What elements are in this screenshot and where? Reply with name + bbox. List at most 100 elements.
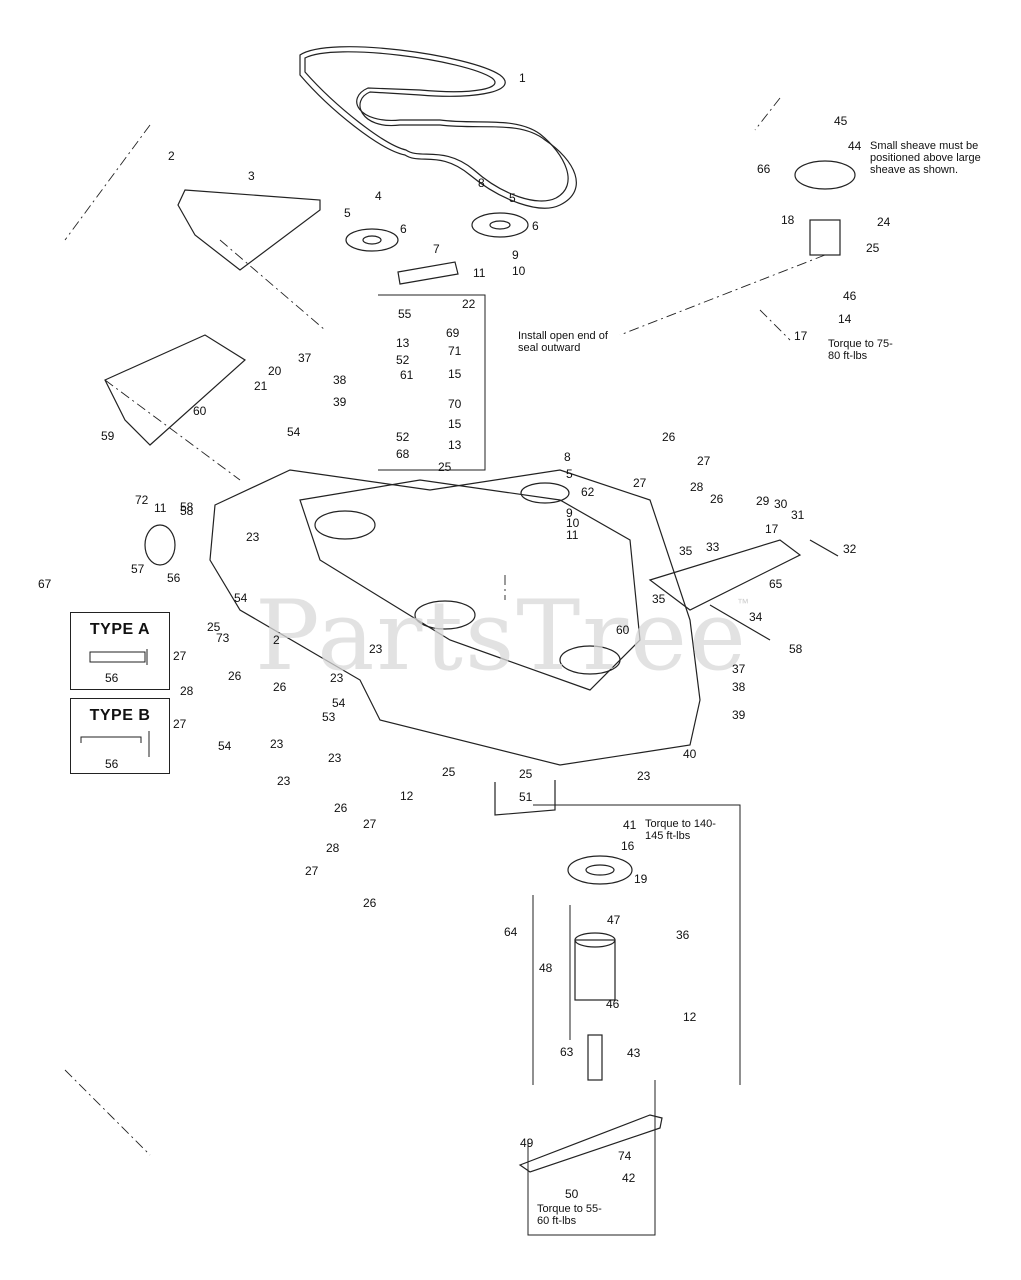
callout-number: 28 — [326, 841, 340, 855]
callout-number: 68 — [396, 447, 410, 461]
callout-number: 67 — [38, 577, 52, 591]
callout-number: 17 — [765, 522, 779, 536]
callout-number: 19 — [634, 872, 648, 886]
callout-number: 10 — [566, 516, 580, 530]
pulley-6 — [471, 212, 529, 238]
callout-number: 11 — [473, 266, 486, 280]
callout-number: 58 — [180, 504, 194, 518]
callout-number: 57 — [131, 562, 145, 576]
callout-number: 23 — [330, 671, 344, 685]
callout-number: 27 — [633, 476, 647, 490]
callout-number: 74 — [618, 1149, 632, 1163]
sheave-44 — [794, 160, 856, 190]
callout-number: 33 — [706, 540, 720, 554]
callout-number: 31 — [791, 508, 805, 522]
blade-49 — [518, 1114, 663, 1173]
deck-housing — [209, 469, 701, 766]
callout-number: 27 — [173, 717, 187, 731]
sheave-note: Small sheave must be positioned above la… — [870, 140, 981, 176]
callout-number: 60 — [193, 404, 207, 418]
torque-note-75: Torque to 75-80 ft-lbs — [828, 338, 893, 362]
callout-number: 28 — [180, 684, 194, 698]
callout-number: 3 — [248, 169, 255, 183]
idler-arm-65 — [648, 539, 802, 611]
type-b-part: 56 — [105, 757, 119, 771]
callout-number: 9 — [512, 248, 519, 262]
deck-cover — [177, 189, 321, 271]
callout-number: 13 — [396, 336, 410, 350]
type-a-part: 56 — [105, 671, 119, 685]
callout-number: 4 — [375, 189, 382, 203]
callout-number: 37 — [732, 662, 746, 676]
callout-number: 49 — [520, 1136, 534, 1150]
spindle-48 — [574, 939, 616, 1001]
callout-number: 54 — [218, 739, 232, 753]
callout-number: 25 — [438, 460, 452, 474]
callout-number: 52 — [396, 353, 410, 367]
callout-number: 64 — [504, 925, 518, 939]
callout-number: 11 — [566, 528, 579, 542]
callout-number: 27 — [363, 817, 377, 831]
callout-number: 38 — [333, 373, 347, 387]
blade-kit-panel — [527, 1080, 656, 1236]
callout-number: 6 — [532, 219, 539, 233]
callout-number: 21 — [254, 379, 268, 393]
callout-number: 55 — [398, 307, 412, 321]
callout-number: 2 — [273, 633, 280, 647]
callout-number: 51 — [519, 790, 533, 804]
callout-number: 70 — [448, 397, 462, 411]
callout-number: 45 — [834, 114, 848, 128]
callout-number: 54 — [287, 425, 301, 439]
callout-number: 52 — [396, 430, 410, 444]
callout-number: 58 — [789, 642, 803, 656]
callout-number: 5 — [344, 206, 351, 220]
callout-number: 58 — [180, 500, 194, 514]
callout-number: 16 — [621, 839, 635, 853]
gauge-wheel-57 — [144, 524, 176, 566]
type-a-box: TYPE A 56 — [70, 612, 170, 690]
callout-number: 35 — [652, 592, 666, 606]
callout-number: 26 — [363, 896, 377, 910]
seal-detail-panel — [378, 294, 486, 471]
callout-number: 25 — [207, 620, 221, 634]
drive-belt-inner — [304, 51, 569, 202]
callout-number: 15 — [448, 417, 462, 431]
callout-number: 53 — [322, 710, 336, 724]
callout-number: 26 — [334, 801, 348, 815]
callout-number: 8 — [478, 176, 485, 190]
callout-number: 54 — [332, 696, 346, 710]
callout-number: 48 — [539, 961, 553, 975]
callout-number: 1 — [519, 71, 526, 85]
callout-number: 2 — [168, 149, 175, 163]
callout-number: 8 — [564, 450, 571, 464]
callout-number: 46 — [606, 997, 620, 1011]
callout-number: 27 — [305, 864, 319, 878]
callout-number: 71 — [448, 344, 462, 358]
callout-number: 10 — [512, 264, 526, 278]
callout-number: 20 — [268, 364, 282, 378]
callout-number: 42 — [622, 1171, 636, 1185]
callout-number: 61 — [400, 368, 414, 382]
callout-number: 39 — [333, 395, 347, 409]
callout-number: 30 — [774, 497, 788, 511]
callout-number: 26 — [710, 492, 724, 506]
callout-number: 66 — [757, 162, 771, 176]
callout-number: 62 — [581, 485, 595, 499]
type-a-pin-icon — [89, 649, 148, 665]
callout-number: 13 — [448, 438, 462, 452]
callout-number: 56 — [167, 571, 181, 585]
shaft-63 — [587, 1034, 603, 1081]
callout-number: 11 — [154, 501, 167, 515]
callout-number: 44 — [848, 139, 862, 153]
callout-number: 28 — [690, 480, 704, 494]
type-a-title: TYPE A — [89, 621, 151, 638]
torque-note-140: Torque to 140-145 ft-lbs — [645, 818, 716, 842]
callout-number: 41 — [623, 818, 637, 832]
callout-number: 35 — [679, 544, 693, 558]
callout-number: 22 — [462, 297, 476, 311]
pulley-62 — [520, 482, 570, 504]
callout-number: 50 — [565, 1187, 579, 1201]
callout-number: 59 — [101, 429, 115, 443]
callout-number: 36 — [676, 928, 690, 942]
